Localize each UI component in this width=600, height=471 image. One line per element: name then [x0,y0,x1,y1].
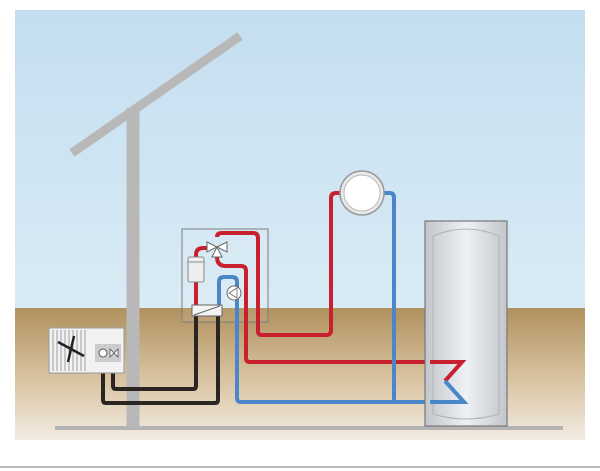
antenna-pole [69,32,243,428]
fan-icon [57,335,85,363]
three-way-valve-icon [206,241,228,258]
expansion-valve-icon [109,348,119,358]
heat-exchanger [191,304,223,317]
outdoor-unit [48,327,125,374]
refrigerant-pipes [101,316,220,405]
hot-water-tank [424,220,508,427]
hot-pipes [194,191,464,383]
pump-icon [226,285,242,301]
cold-pipes [217,191,466,404]
backup-heater [187,256,205,283]
tank-coil [430,360,469,404]
radiator [339,170,385,216]
compressor-icon [98,348,108,358]
